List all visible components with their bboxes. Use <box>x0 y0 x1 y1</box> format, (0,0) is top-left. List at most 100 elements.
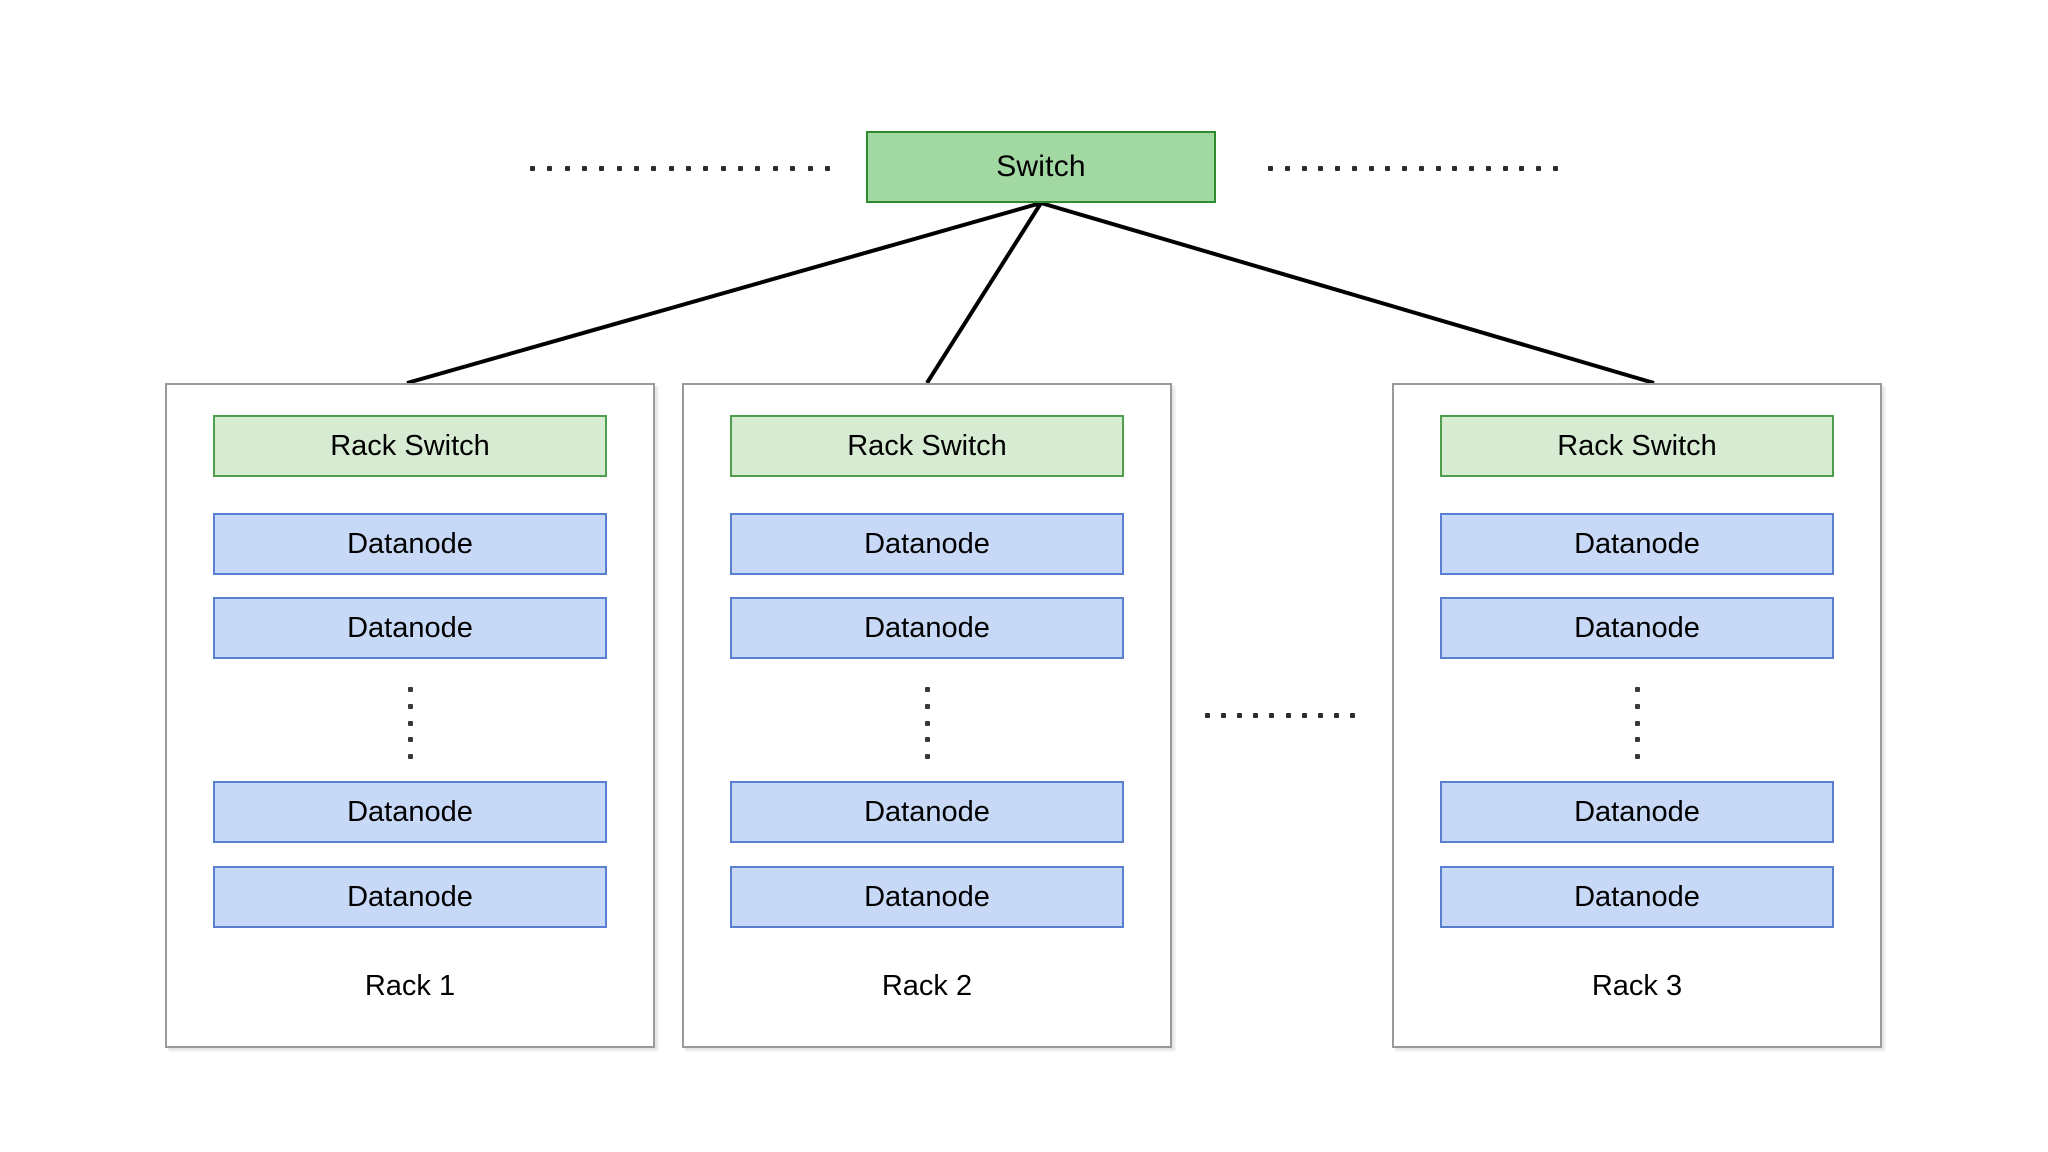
datanode-label: Datanode <box>864 880 990 913</box>
rack-switch-label: Rack Switch <box>330 429 490 462</box>
dot <box>1221 712 1227 718</box>
dotted-line-left <box>530 165 830 171</box>
dot <box>1351 165 1357 171</box>
datanode-1-4[interactable]: Datanode <box>213 866 607 928</box>
datanode-label: Datanode <box>1574 795 1700 828</box>
datanode-2-2[interactable]: Datanode <box>730 597 1124 659</box>
vertical-ellipsis-2 <box>923 687 931 759</box>
rack-label-3: Rack 3 <box>1591 970 1683 1002</box>
rack-switch-2[interactable]: Rack Switch <box>730 415 1124 477</box>
datanode-label: Datanode <box>347 527 473 560</box>
dot <box>1452 165 1458 171</box>
dotted-line-right <box>1268 165 1558 171</box>
dot <box>924 720 930 726</box>
edge-switch-to-rack-2 <box>925 201 1043 385</box>
rack-container-1[interactable]: Rack Switch Datanode Datanode Datanode D… <box>165 383 655 1048</box>
vertical-ellipsis-1 <box>406 687 414 759</box>
dot <box>790 165 796 171</box>
rack-switch-1[interactable]: Rack Switch <box>213 415 607 477</box>
dot <box>1285 712 1291 718</box>
dot <box>530 165 535 171</box>
datanode-3-1[interactable]: Datanode <box>1440 513 1834 575</box>
rack-inner-1: Rack Switch Datanode Datanode Datanode D… <box>213 385 607 1046</box>
dot <box>1301 165 1307 171</box>
dot <box>1418 165 1424 171</box>
dot <box>924 737 930 743</box>
dot <box>1301 712 1307 718</box>
dot <box>772 165 778 171</box>
rack-inner-2: Rack Switch Datanode Datanode Datanode D… <box>730 385 1124 1046</box>
dot <box>1634 687 1640 692</box>
dotted-line-middle <box>1205 712 1355 718</box>
datanode-2-3[interactable]: Datanode <box>730 781 1124 843</box>
edge-switch-to-rack-1 <box>406 201 1042 385</box>
dot <box>1519 165 1525 171</box>
dot <box>924 703 930 709</box>
dot <box>651 165 657 171</box>
dot <box>1284 165 1290 171</box>
dot <box>1402 165 1407 171</box>
dot <box>824 165 830 171</box>
datanode-label: Datanode <box>347 880 473 913</box>
datanode-label: Datanode <box>347 795 473 828</box>
datanode-3-4[interactable]: Datanode <box>1440 866 1834 928</box>
dot <box>686 165 692 171</box>
rack-inner-3: Rack Switch Datanode Datanode Datanode D… <box>1440 385 1834 1046</box>
datanode-2-1[interactable]: Datanode <box>730 513 1124 575</box>
dot <box>1634 754 1640 759</box>
dot <box>1502 165 1508 171</box>
dot <box>1469 165 1474 171</box>
dot <box>407 687 413 692</box>
rack-switch-label: Rack Switch <box>847 429 1007 462</box>
edge-switch-to-rack-3 <box>1040 201 1655 385</box>
dot <box>1552 165 1558 171</box>
datanode-3-2[interactable]: Datanode <box>1440 597 1834 659</box>
rack-label-2: Rack 2 <box>881 970 973 1002</box>
datanode-1-2[interactable]: Datanode <box>213 597 607 659</box>
datanode-1-3[interactable]: Datanode <box>213 781 607 843</box>
datanode-label: Datanode <box>864 611 990 644</box>
dot <box>564 165 570 171</box>
dot <box>599 165 605 171</box>
dot <box>1485 165 1491 171</box>
dot <box>1237 712 1243 718</box>
dot <box>1318 165 1324 171</box>
datanode-label: Datanode <box>864 795 990 828</box>
datanode-label: Datanode <box>1574 527 1700 560</box>
rack-switch-3[interactable]: Rack Switch <box>1440 415 1834 477</box>
rack-container-3[interactable]: Rack Switch Datanode Datanode Datanode D… <box>1392 383 1882 1048</box>
dot <box>703 165 709 171</box>
dot <box>1634 737 1640 743</box>
dot <box>407 737 413 743</box>
rack-switch-label: Rack Switch <box>1557 429 1717 462</box>
dot <box>1335 165 1340 171</box>
datanode-3-3[interactable]: Datanode <box>1440 781 1834 843</box>
datanode-1-1[interactable]: Datanode <box>213 513 607 575</box>
dot <box>407 703 413 709</box>
dot <box>755 165 761 171</box>
dot <box>1333 712 1339 718</box>
dot <box>1634 720 1640 726</box>
dot <box>720 165 726 171</box>
datanode-2-4[interactable]: Datanode <box>730 866 1124 928</box>
switch-node[interactable]: Switch <box>866 131 1216 203</box>
dot <box>1435 165 1441 171</box>
dot <box>407 754 413 759</box>
datanode-label: Datanode <box>1574 880 1700 913</box>
dot <box>616 165 622 171</box>
dot <box>582 165 588 171</box>
dot <box>407 720 413 726</box>
switch-node-label: Switch <box>996 150 1086 183</box>
datanode-label: Datanode <box>347 611 473 644</box>
rack-label-1: Rack 1 <box>364 970 456 1002</box>
vertical-ellipsis-3 <box>1633 687 1641 759</box>
dot <box>807 165 813 171</box>
dot <box>1634 703 1640 709</box>
dot <box>1317 712 1323 718</box>
dot <box>1268 165 1273 171</box>
datanode-label: Datanode <box>1574 611 1700 644</box>
rack-container-2[interactable]: Rack Switch Datanode Datanode Datanode D… <box>682 383 1172 1048</box>
dot <box>634 165 640 171</box>
dot <box>1385 165 1391 171</box>
dot <box>924 754 930 759</box>
